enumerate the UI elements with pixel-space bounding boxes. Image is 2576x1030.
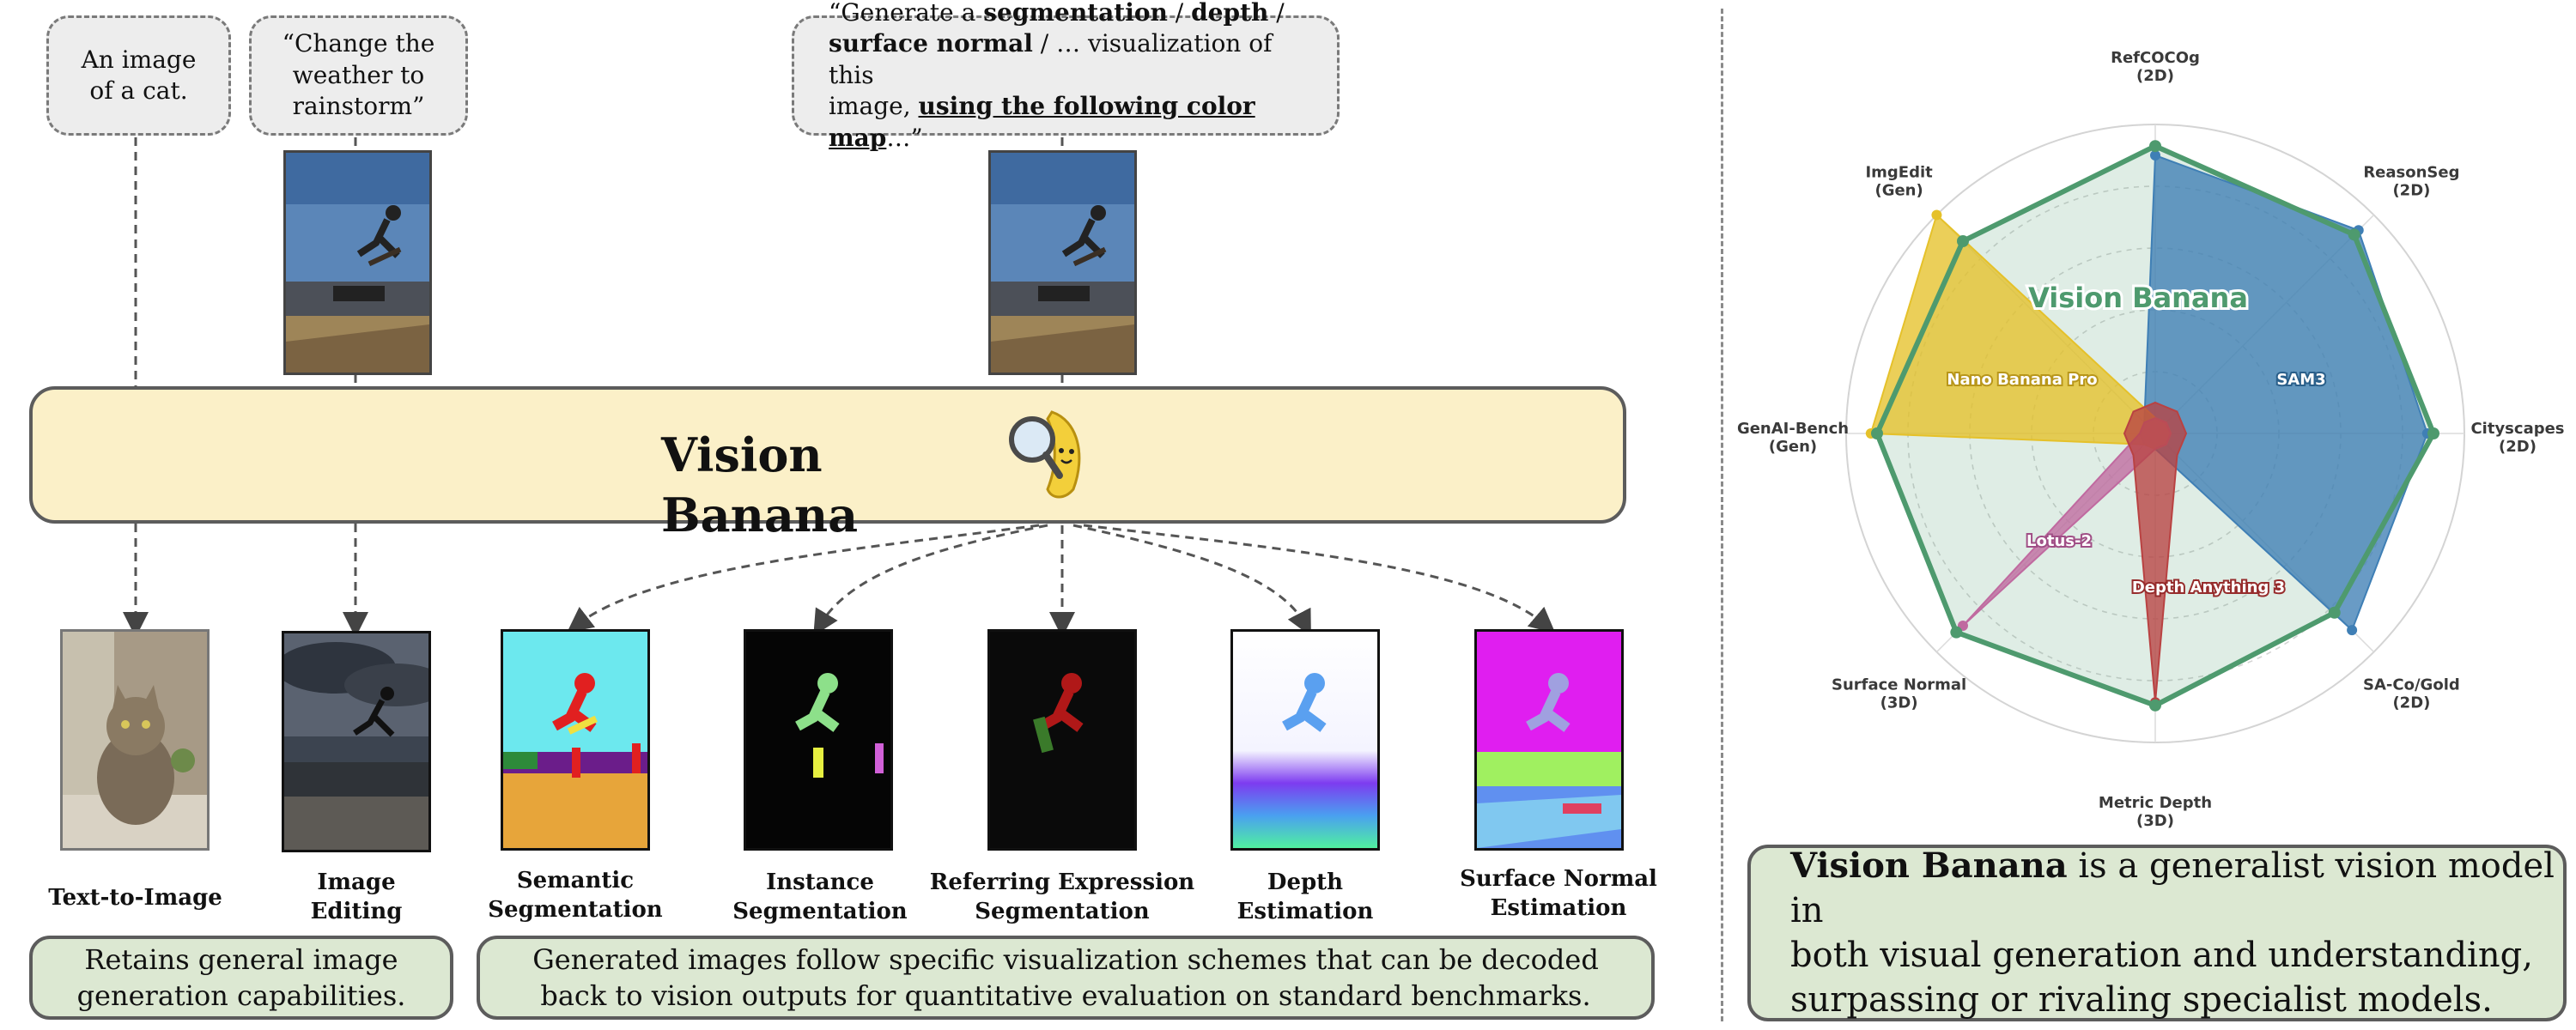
series-label-sam3: SAM3 — [2276, 371, 2325, 389]
series-point-sam3 — [2150, 150, 2160, 161]
prompt-text: “Change the weather to rainstorm” — [282, 29, 435, 121]
input-photo-visualization — [988, 150, 1137, 375]
series-label-vision-banana: Vision Banana — [2028, 282, 2248, 314]
prompt-bubble-image-editing: “Change the weather to rainstorm” — [249, 15, 468, 136]
rainstorm-photo-icon — [284, 633, 428, 850]
radar-series — [1865, 140, 2439, 712]
banana-magnifier-icon — [1009, 410, 1081, 499]
output-label-text-to-image: Text-to-Image — [48, 885, 222, 911]
radar-annotations: Vision Banana SAM3 Nano Banana Pro Lotus… — [1945, 279, 2327, 598]
series-label-depth-anything3: Depth Anything 3 — [2132, 579, 2285, 597]
axis-label: ImgEdit(Gen) — [1865, 164, 1933, 200]
series-point-vision-banana — [1956, 234, 1969, 247]
output-tile-instance — [744, 629, 893, 851]
cat-photo-icon — [63, 632, 207, 848]
instance-map-icon — [746, 632, 890, 848]
axis-label: RefCOCOg(2D) — [2111, 49, 2200, 85]
caption-right: Vision Banana is a generalist vision mod… — [1747, 845, 2567, 1021]
skateboarder-photo-icon — [991, 153, 1134, 373]
series-point-vision-banana — [2427, 427, 2439, 439]
output-tile-semantic — [501, 629, 650, 851]
semantic-map-icon — [503, 632, 647, 848]
flow-connectors — [123, 137, 1556, 638]
skateboarder-photo-icon — [286, 153, 429, 373]
series-point-vision-banana — [2149, 699, 2161, 712]
vision-banana-model-bar — [29, 386, 1626, 524]
output-tile-referring — [987, 629, 1137, 851]
depth-map-icon — [1233, 632, 1377, 848]
model-title: Vision Banana — [661, 427, 859, 542]
axis-label: Cityscapes(2D) — [2470, 420, 2564, 456]
caption-middle: Generated images follow specific visuali… — [477, 936, 1655, 1020]
arrow-depth — [1072, 524, 1311, 637]
axis-label: ReasonSeg(2D) — [2363, 164, 2459, 200]
series-point-nano-banana-pro — [1931, 209, 1942, 221]
series-point-vision-banana — [2149, 140, 2161, 153]
series-point-sam3 — [2347, 625, 2358, 636]
series-point-vision-banana — [2348, 228, 2360, 241]
output-tile-normal — [1474, 629, 1624, 851]
radar-chart: RefCOCOg(2D) ReasonSeg(2D) Cityscapes(2D) S… — [1737, 49, 2565, 830]
output-tile-editing — [282, 631, 431, 852]
output-tile-cat — [60, 629, 210, 851]
prompt-bubble-visualization: “Generate a segmentation / depth / surfa… — [792, 0, 1340, 152]
axis-label: Surface Normal(3D) — [1832, 676, 1966, 712]
axis-label: GenAI-Bench(Gen) — [1737, 420, 1849, 456]
normal-map-icon — [1477, 632, 1621, 848]
prompt-text: “Generate a segmentation / depth / surfa… — [829, 0, 1285, 152]
axis-label: Metric Depth(3D) — [2099, 794, 2212, 830]
arrow-instance — [813, 524, 1048, 636]
referring-map-icon — [990, 632, 1134, 848]
radar-axis-labels: RefCOCOg(2D) ReasonSeg(2D) Cityscapes(2D) S… — [1737, 49, 2565, 830]
output-tile-depth — [1230, 629, 1380, 851]
prompt-bubble-text-to-image: An image of a cat. — [46, 15, 231, 136]
series-label-lotus2: Lotus-2 — [2026, 532, 2092, 550]
series-label-nano-banana-pro: Nano Banana Pro — [1947, 371, 2097, 389]
panel-divider — [1721, 9, 1723, 1021]
prompt-text: An image of a cat. — [81, 45, 197, 105]
arrow-normal — [1083, 524, 1556, 633]
input-photo-editing — [283, 150, 432, 375]
axis-label: SA-Co/Gold(2D) — [2363, 676, 2460, 712]
series-point-vision-banana — [2328, 606, 2341, 619]
series-point-vision-banana — [1871, 427, 1883, 439]
arrow-semantic — [567, 524, 1040, 633]
series-point-vision-banana — [1950, 626, 1963, 639]
